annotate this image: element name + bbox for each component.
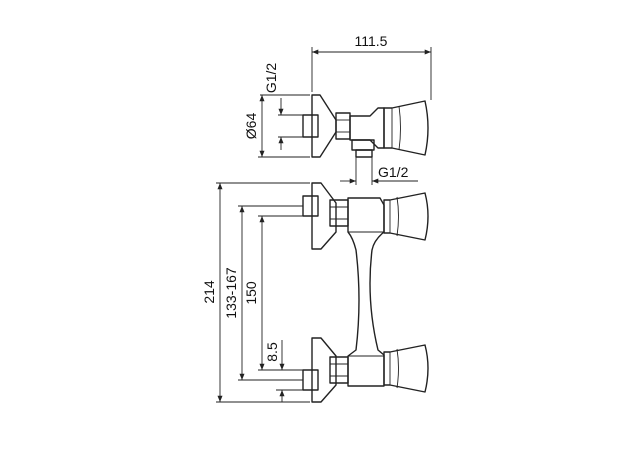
dim-label-g12-bottom: G1/2 [378, 164, 409, 180]
side-view [302, 94, 429, 158]
dim-thread-top: G1/2 [260, 63, 310, 150]
dim-thread-bottom: G1/2 [340, 157, 418, 185]
dim-label-8-5: 8.5 [264, 342, 280, 362]
dim-center-distance: 150 [243, 215, 303, 371]
dim-offset: 8.5 [264, 340, 303, 402]
front-view [302, 182, 429, 403]
dim-label-g12-top: G1/2 [263, 63, 279, 94]
dim-total-width: 111.5 [311, 33, 432, 100]
dim-label-o64: Ø64 [243, 113, 259, 140]
dim-label-214: 214 [201, 280, 217, 304]
dim-label-150: 150 [243, 281, 259, 305]
dim-label-133-167: 133-167 [223, 267, 239, 319]
dim-label-111-5: 111.5 [355, 33, 388, 49]
dim-overall-height: 214 [201, 182, 310, 403]
dim-adjust-range: 133-167 [223, 205, 303, 381]
dim-flange-diameter: Ø64 [243, 95, 310, 158]
